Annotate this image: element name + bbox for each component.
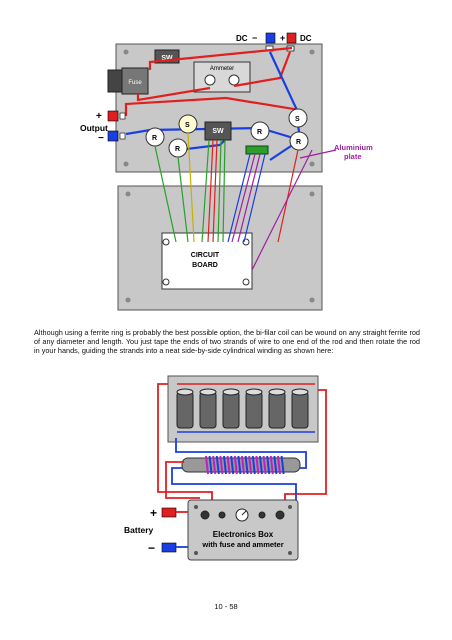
capacitor-top (291, 388, 309, 396)
knob-r-1: R (145, 127, 165, 147)
capacitor (222, 391, 240, 429)
output-label: Output (80, 123, 108, 133)
svg-text:R: R (296, 139, 301, 146)
aluminium-label-2: plate (344, 152, 362, 161)
coil-turn (259, 455, 263, 475)
aluminium-pointer (299, 149, 337, 159)
coil-turn (208, 455, 213, 475)
battery-negative-terminal (161, 542, 177, 553)
output-plus-sign: + (96, 111, 102, 122)
dc-negative-terminal (265, 32, 276, 44)
coil-turn (226, 455, 231, 475)
electronics-box (187, 499, 299, 561)
svg-text:S: S (185, 122, 190, 129)
top-panel-screws (123, 49, 315, 167)
page-number: 10 - 58 (214, 602, 238, 611)
svg-text:R: R (257, 129, 262, 136)
coil-turn (277, 455, 281, 475)
bottom-wiring-diagram: Electronics Box with fuse and ammeter + … (124, 375, 327, 561)
terminal-strip (245, 145, 269, 155)
battery-label: Battery (124, 525, 154, 535)
fuse-body (121, 67, 149, 95)
circuit-board (161, 232, 253, 290)
capacitor-top (245, 388, 263, 396)
knob-s-2: S (288, 108, 308, 128)
coil-turn (273, 455, 278, 475)
coil-turn (269, 455, 274, 475)
coil-turn (237, 455, 242, 475)
coil-turn (244, 455, 249, 475)
output-negative-terminal (107, 130, 119, 142)
capacitor-top (268, 388, 286, 396)
coil-turn (262, 455, 267, 475)
capacitor-top (199, 388, 217, 396)
aluminium-label-1: Aluminium (334, 143, 373, 152)
knob-r-2: R (168, 138, 188, 158)
fuse-holder (107, 69, 123, 93)
mid-switch-label: SW (212, 128, 224, 135)
mid-switch (204, 121, 232, 141)
capacitor-top (222, 388, 240, 396)
output-minus-sign: − (98, 133, 104, 144)
svg-text:R: R (175, 146, 180, 153)
board-wires (154, 132, 313, 271)
dc-plus-sign: + (280, 33, 285, 43)
coil-turn (266, 455, 271, 475)
capacitor (268, 391, 286, 429)
body-paragraph: Although using a ferrite ring is probabl… (34, 328, 420, 355)
knob-r-3: R (250, 121, 270, 141)
coil-turn (205, 455, 209, 475)
circuit-board-label-1: CIRCUIT (191, 252, 220, 259)
dc-left-label: DC (236, 34, 248, 43)
top-switch-label: SW (161, 55, 173, 62)
coil-turn (241, 455, 245, 475)
bottom-panel-screws (125, 191, 315, 303)
coil-turn (230, 455, 235, 475)
ammeter-label: Ammeter (210, 66, 234, 72)
svg-text:R: R (152, 135, 157, 142)
coil-turn (215, 455, 220, 475)
knob-s-1: S (178, 114, 198, 134)
coil-turn (219, 455, 224, 475)
capacitor-bus-wires (177, 383, 315, 433)
battery-minus-sign: − (148, 541, 155, 555)
output-positive-terminal (107, 110, 119, 122)
bottom-wires (157, 383, 327, 500)
dc-right-label: DC (300, 34, 312, 43)
coil-turn (280, 455, 285, 475)
capacitor (199, 391, 217, 429)
fuse-label: Fuse (128, 80, 142, 86)
coil-turn (233, 455, 238, 475)
ammeter (193, 61, 251, 93)
bifilar-winding (205, 455, 285, 475)
dc-positive-terminal (286, 32, 297, 44)
circuit-board-label-2: BOARD (192, 262, 218, 269)
capacitor (291, 391, 309, 429)
dc-minus-sign: − (252, 33, 257, 43)
capacitor (245, 391, 263, 429)
capacitor-top (176, 388, 194, 396)
capacitor (176, 391, 194, 429)
coil-turn (223, 455, 227, 475)
coil-turn (255, 455, 260, 475)
coil-turn (248, 455, 253, 475)
box-controls (200, 508, 285, 522)
knob-r-4: R (289, 131, 309, 151)
coil-turn (212, 455, 217, 475)
battery-positive-terminal (161, 507, 177, 518)
box-title-2: with fuse and ammeter (201, 540, 283, 549)
svg-text:S: S (295, 116, 300, 123)
box-title-1: Electronics Box (213, 530, 274, 539)
coil-turn (251, 455, 256, 475)
top-wiring-diagram: CIRCUIT BOARD DC − + DC SW Fuse Ammeter … (80, 32, 373, 311)
battery-plus-sign: + (150, 506, 157, 520)
capacitor-row (176, 388, 309, 429)
